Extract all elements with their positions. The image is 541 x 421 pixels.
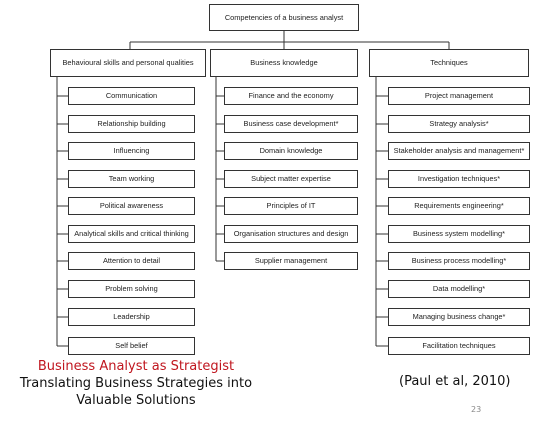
node-political-awareness: Political awareness [68, 197, 195, 215]
node-label: Requirements engineering* [414, 201, 504, 211]
node-stakeholder-analysis: Stakeholder analysis and management* [388, 142, 530, 160]
node-business-case: Business case development* [224, 115, 358, 133]
node-influencing: Influencing [68, 142, 195, 160]
page-number: 23 [471, 405, 482, 414]
caption-title: Business Analyst as Strategist [37, 359, 235, 374]
caption-subtitle-line1: Translating Business Strategies into [19, 376, 253, 391]
node-data-modelling: Data modelling* [388, 280, 530, 298]
node-requirements-engineering: Requirements engineering* [388, 197, 530, 215]
node-leadership: Leadership [68, 308, 195, 326]
node-label: Facilitation techniques [422, 341, 496, 351]
node-label: Leadership [113, 312, 150, 322]
node-label: Principles of IT [266, 201, 316, 211]
node-label: Investigation techniques* [417, 174, 501, 184]
node-label: Strategy analysis* [429, 119, 489, 129]
node-relationship-building: Relationship building [68, 115, 195, 133]
node-label: Project management [424, 91, 494, 101]
column-header-label: Techniques [430, 58, 468, 68]
node-label: Problem solving [105, 284, 158, 294]
node-label: Business system modelling* [412, 229, 505, 239]
node-label: Business case development* [243, 119, 339, 129]
caption-subtitle-line2: Valuable Solutions [76, 393, 196, 408]
node-label: Communication [105, 91, 158, 101]
column-header-business-knowledge: Business knowledge [210, 49, 358, 77]
root-label: Competencies of a business analyst [224, 12, 344, 22]
slide-caption: Business Analyst as Strategist Translati… [0, 359, 272, 408]
node-project-management: Project management [388, 87, 530, 105]
node-label: Data modelling* [432, 284, 486, 294]
root-node: Competencies of a business analyst [209, 4, 359, 31]
node-label: Political awareness [99, 201, 164, 211]
node-label: Self belief [115, 341, 148, 351]
node-domain-knowledge: Domain knowledge [224, 142, 358, 160]
node-label: Influencing [113, 146, 150, 156]
column-header-label: Business knowledge [250, 58, 318, 68]
node-business-system-modelling: Business system modelling* [388, 225, 530, 243]
node-strategy-analysis: Strategy analysis* [388, 115, 530, 133]
node-principles-it: Principles of IT [224, 197, 358, 215]
node-analytical-skills: Analytical skills and critical thinking [68, 225, 195, 243]
column-header-label: Behavioural skills and personal qualitie… [62, 58, 194, 68]
citation: (Paul et al, 2010) [399, 374, 511, 389]
node-business-process-modelling: Business process modelling* [388, 252, 530, 270]
node-team-working: Team working [68, 170, 195, 188]
node-communication: Communication [68, 87, 195, 105]
node-label: Subject matter expertise [251, 174, 331, 184]
node-problem-solving: Problem solving [68, 280, 195, 298]
node-subject-matter: Subject matter expertise [224, 170, 358, 188]
node-label: Analytical skills and critical thinking [74, 229, 189, 239]
node-label: Supplier management [254, 256, 328, 266]
column-header-behavioural: Behavioural skills and personal qualitie… [50, 49, 206, 77]
node-supplier-management: Supplier management [224, 252, 358, 270]
node-label: Attention to detail [102, 256, 161, 266]
node-facilitation-techniques: Facilitation techniques [388, 337, 530, 355]
node-label: Domain knowledge [259, 146, 323, 156]
node-managing-business-change: Managing business change* [388, 308, 530, 326]
node-organisation-structures: Organisation structures and design [224, 225, 358, 243]
node-finance-economy: Finance and the economy [224, 87, 358, 105]
node-label: Stakeholder analysis and management* [393, 146, 525, 156]
node-label: Business process modelling* [411, 256, 507, 266]
node-label: Managing business change* [412, 312, 506, 322]
node-investigation-techniques: Investigation techniques* [388, 170, 530, 188]
node-attention-to-detail: Attention to detail [68, 252, 195, 270]
node-self-belief: Self belief [68, 337, 195, 355]
node-label: Relationship building [97, 119, 166, 129]
node-label: Finance and the economy [248, 91, 334, 101]
column-header-techniques: Techniques [369, 49, 529, 77]
node-label: Organisation structures and design [233, 229, 349, 239]
node-label: Team working [108, 174, 155, 184]
